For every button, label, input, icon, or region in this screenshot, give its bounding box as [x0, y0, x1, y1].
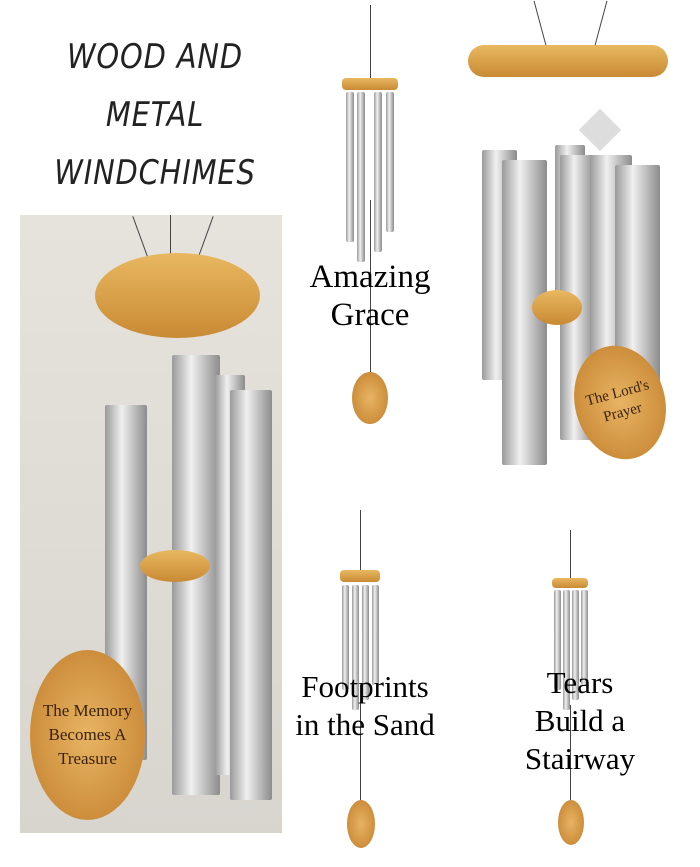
memory-tag-text: The Memory Becomes A Treasure: [42, 701, 133, 768]
lords-prayer-tag-text: The Lord's Prayer: [584, 376, 651, 425]
amazing-grace-label: Amazing Grace: [309, 259, 431, 333]
wood-top-disc: [342, 78, 398, 90]
wood-top-disc: [340, 570, 380, 582]
wood-striker: [532, 290, 582, 325]
tears-chime: [540, 525, 600, 865]
string: [370, 200, 371, 375]
string: [197, 216, 214, 259]
footprints-chime: [330, 505, 390, 865]
string: [593, 0, 608, 50]
lords-prayer-chime: The Lord's Prayer: [460, 0, 695, 480]
memory-chime-photo: The Memory Becomes A Treasure: [20, 215, 282, 833]
chime-tube: [386, 92, 394, 232]
string: [360, 510, 361, 575]
chime-tube: [554, 590, 561, 690]
wood-top-disc: [95, 253, 260, 338]
wood-top-disc: [468, 45, 668, 77]
memory-tag: The Memory Becomes A Treasure: [30, 650, 145, 820]
chime-tube: [346, 92, 354, 242]
chime-tag: [558, 800, 584, 845]
chime-tube: [581, 590, 588, 685]
footprints-label: Footprints in the Sand: [295, 669, 435, 742]
string: [132, 216, 149, 259]
wood-striker: [140, 550, 210, 582]
string: [570, 705, 571, 800]
chime-tube: [362, 585, 369, 700]
chime-tag: [352, 372, 388, 424]
price-tag: [578, 108, 622, 152]
amazing-grace-chime: [320, 0, 420, 430]
string: [370, 5, 371, 80]
string: [360, 685, 361, 800]
chime-tube: [372, 585, 379, 685]
chime-tube: [572, 590, 579, 700]
string: [533, 0, 548, 50]
wood-top-disc: [552, 578, 588, 588]
chime-tube: [230, 390, 272, 800]
string: [170, 215, 171, 265]
chime-tube: [357, 92, 365, 262]
chime-tube: [342, 585, 349, 690]
chime-tag: [347, 800, 375, 848]
tears-label: Tears Build a Stairway: [524, 665, 636, 776]
chime-tube: [352, 585, 359, 710]
chime-tube: [374, 92, 382, 252]
chime-tube: [563, 590, 570, 710]
collage-title: WOOD AND METAL WINDCHIMES: [54, 37, 256, 193]
string: [570, 530, 571, 580]
